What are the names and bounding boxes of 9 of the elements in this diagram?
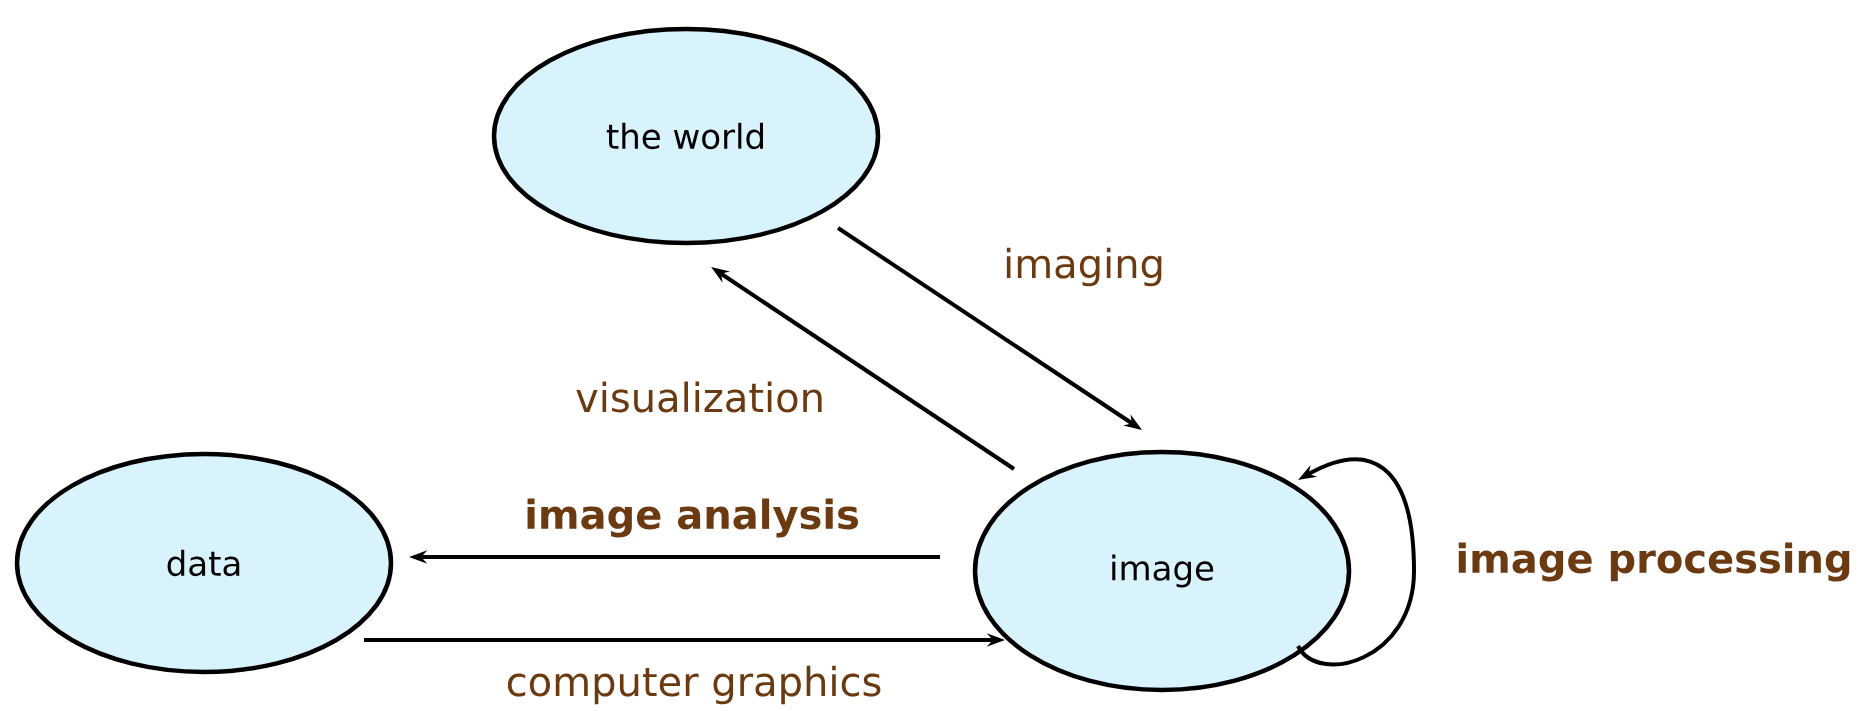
edge-label: imaging: [1006, 247, 1162, 287]
ellipse-node: data: [14, 451, 394, 675]
edge-label: visualization: [576, 381, 822, 413]
ellipse-node: image: [972, 449, 1352, 693]
edge-label: computer graphics: [507, 665, 881, 705]
edge-label: image processing: [1458, 542, 1850, 582]
ellipse-node: the world: [491, 26, 881, 246]
arrow: [1296, 457, 1416, 667]
edge-label: image analysis: [527, 498, 858, 538]
